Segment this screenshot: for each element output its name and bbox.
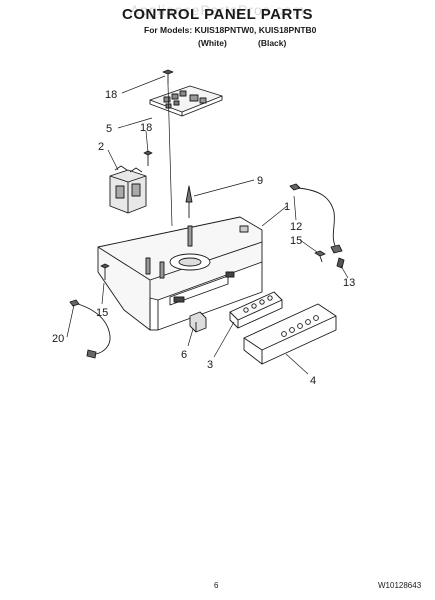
callout-1: 1 xyxy=(284,201,290,213)
callout-6: 6 xyxy=(181,349,187,361)
switch-part-6 xyxy=(189,311,207,333)
screw-part-18-top xyxy=(162,69,174,84)
callout-18-lower: 18 xyxy=(140,122,152,134)
leader-lines xyxy=(66,75,349,375)
callout-5: 5 xyxy=(106,123,112,135)
wire-part-20 xyxy=(69,299,111,359)
front-panel-part-4 xyxy=(243,303,337,365)
screw-part-15-right xyxy=(314,250,326,263)
color-white-label: (White) xyxy=(198,38,227,48)
callout-15-left: 15 xyxy=(96,307,108,319)
control-housing-part-1 xyxy=(97,216,263,331)
callout-15-right: 15 xyxy=(290,235,302,247)
page-number: 6 xyxy=(214,581,219,590)
screw-part-15-left xyxy=(100,263,110,280)
callout-12: 12 xyxy=(290,221,302,233)
bracket-part-2 xyxy=(109,165,147,214)
callout-18-top: 18 xyxy=(105,89,117,101)
control-board-part-5 xyxy=(149,85,223,117)
wire-harness-part-12 xyxy=(289,183,343,254)
callout-13: 13 xyxy=(343,277,355,289)
callout-20: 20 xyxy=(52,333,64,345)
callout-4: 4 xyxy=(310,375,316,387)
screw-part-18-lower xyxy=(143,150,153,166)
document-number: W10128643 xyxy=(378,581,422,590)
callout-2: 2 xyxy=(98,141,104,153)
callout-9: 9 xyxy=(257,175,263,187)
overlay-part-3 xyxy=(229,291,283,329)
model-list: For Models: KUIS18PNTW0, KUIS18PNTB0 xyxy=(144,25,317,35)
wire-terminal-part-13 xyxy=(336,257,345,269)
thermistor-part-9 xyxy=(185,185,193,218)
page-title: CONTROL PANEL PARTS xyxy=(122,6,313,23)
watermark: AppliancePartsPros.com xyxy=(129,2,306,18)
color-black-label: (Black) xyxy=(258,38,287,48)
callout-3: 3 xyxy=(207,359,213,371)
